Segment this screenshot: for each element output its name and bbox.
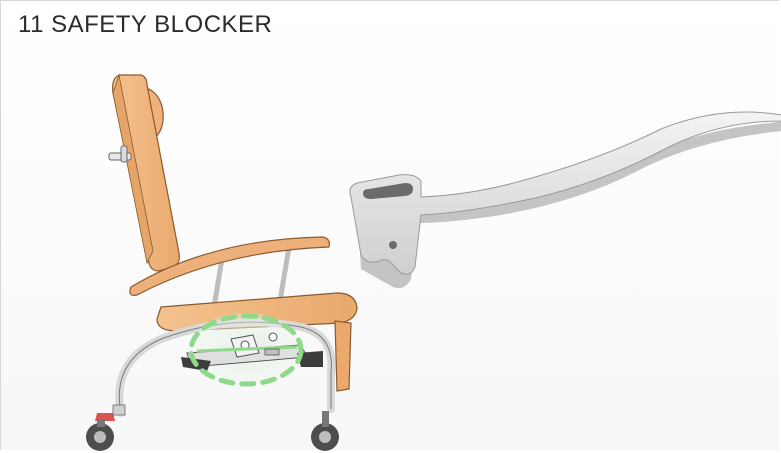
front-right-wheel bbox=[311, 411, 339, 451]
lever-hole bbox=[389, 241, 397, 249]
leg-rest bbox=[335, 321, 351, 391]
reclining-chair bbox=[86, 75, 357, 451]
safety-blocker-part bbox=[350, 112, 781, 288]
front-left-wheel bbox=[86, 405, 125, 451]
